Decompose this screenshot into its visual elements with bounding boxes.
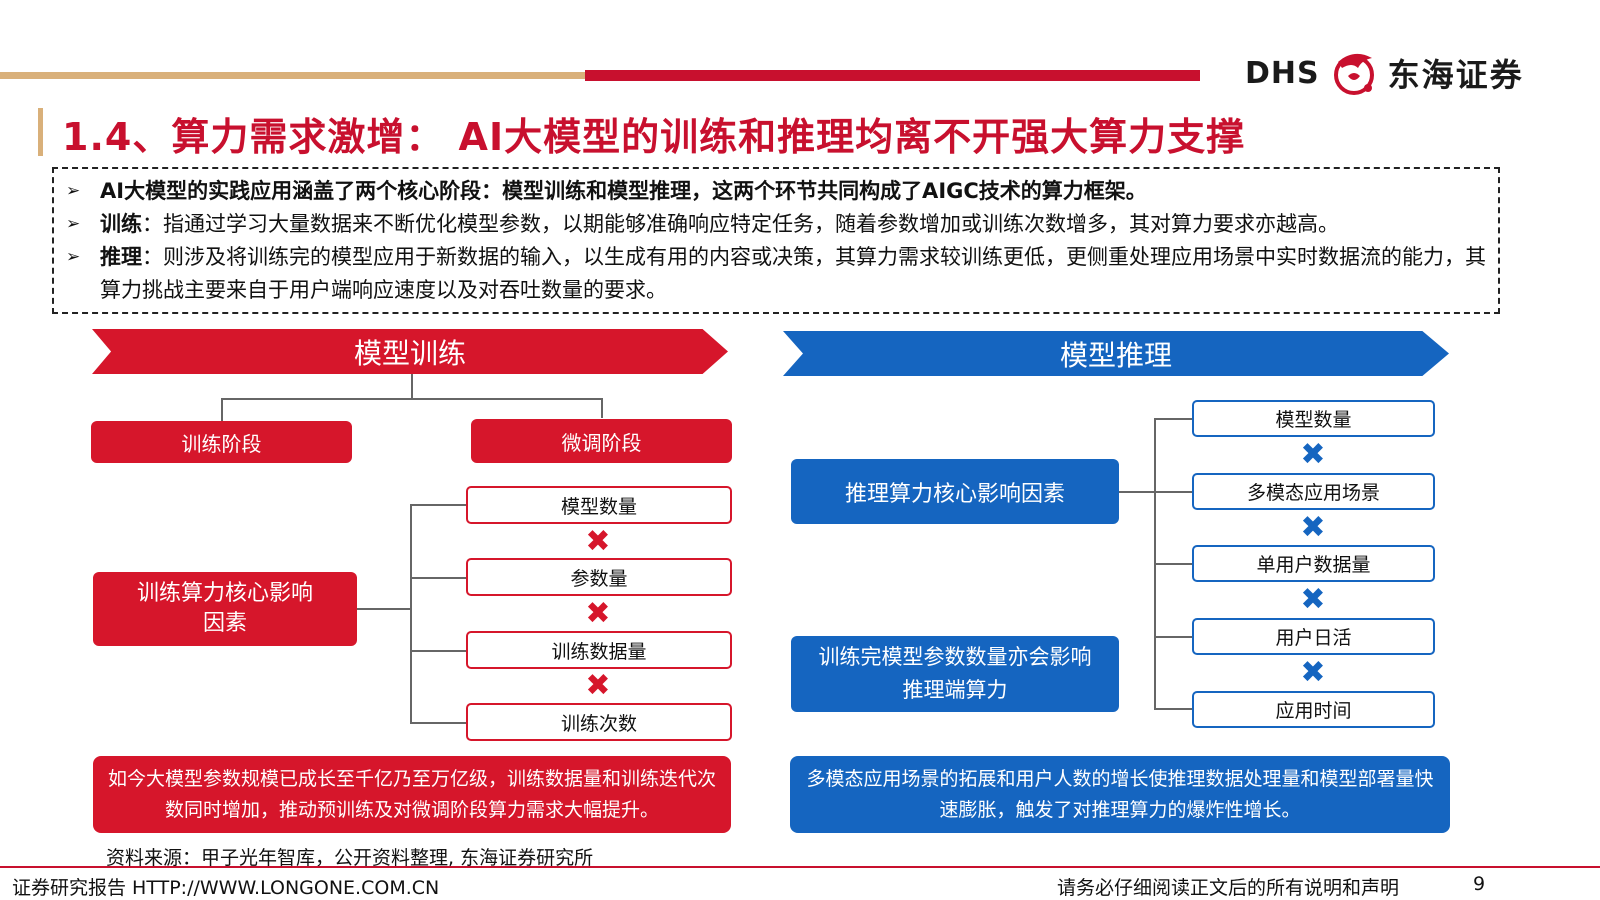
- intro-text: AI大模型的实践应用涵盖了两个核心阶段：模型训练和模型推理，这两个环节共同构成了…: [100, 179, 1147, 203]
- connector-line: [1154, 563, 1192, 565]
- footer-divider: [0, 866, 1600, 868]
- connector-line: [410, 504, 466, 506]
- page-title: 1.4、算力需求激增： AI大模型的训练和推理均离不开强大算力支撑: [62, 115, 1246, 159]
- connector-line: [1154, 418, 1192, 420]
- inference-factor-box: 应用时间: [1192, 691, 1435, 728]
- logo-chinese: 东海证券: [1387, 56, 1524, 94]
- multiply-icon: ✖: [1300, 510, 1326, 545]
- connector-line: [410, 722, 466, 724]
- inference-side-note-box: 训练完模型参数数量亦会影响推理端算力: [791, 636, 1119, 712]
- dragon-logo-icon: [1333, 53, 1374, 95]
- connector-line: [410, 504, 412, 724]
- connector-line: [1154, 491, 1192, 493]
- source-citation: 资料来源：甲子光年智库，公开资料整理, 东海证券研究所: [106, 847, 594, 869]
- company-logo: DHS 东海证券: [1245, 48, 1524, 98]
- bullet-lead: 训练: [100, 212, 142, 236]
- inference-core-factors-box: 推理算力核心影响因素: [791, 459, 1119, 524]
- inference-note-box: 多模态应用场景的拓展和用户人数的增长使推理数据处理量和模型部署量快速膨胀，触发了…: [790, 756, 1450, 833]
- training-core-factors-box: 训练算力核心影响因素: [93, 572, 357, 646]
- finetune-stage-box: 微调阶段: [471, 419, 732, 463]
- intro-bullet: ➢ 训练：指通过学习大量数据来不断优化模型参数，以期能够准确响应特定任务，随着参…: [66, 208, 1486, 241]
- connector-line: [410, 650, 466, 652]
- connector-line: [221, 398, 223, 422]
- intro-text: 推理：则涉及将训练完的模型应用于新数据的输入，以生成有用的内容或决策，其算力需求…: [100, 241, 1486, 307]
- connector-line: [221, 398, 603, 400]
- connector-line: [411, 374, 413, 398]
- training-note-box: 如今大模型参数规模已成长至千亿乃至万亿级，训练数据量和训练迭代次数同时增加，推动…: [93, 756, 731, 833]
- bullet-arrow-icon: ➢: [66, 214, 81, 234]
- inference-factor-box: 用户日活: [1192, 618, 1435, 655]
- title-accent-bar: [38, 108, 43, 156]
- multiply-icon: ✖: [1300, 582, 1326, 617]
- training-factor-box: 训练数据量: [466, 631, 732, 669]
- header-gold-bar: [0, 72, 600, 79]
- multiply-icon: ✖: [1300, 655, 1326, 690]
- logo-latin: DHS: [1245, 55, 1320, 91]
- intro-text: 训练：指通过学习大量数据来不断优化模型参数，以期能够准确响应特定任务，随着参数增…: [100, 208, 1486, 241]
- intro-bullet: ➢ 推理：则涉及将训练完的模型应用于新数据的输入，以生成有用的内容或决策，其算力…: [66, 241, 1486, 307]
- footer-disclaimer: 请务必仔细阅读正文后的所有说明和声明: [1057, 877, 1400, 899]
- multiply-icon: ✖: [1300, 437, 1326, 472]
- page-number: 9: [1473, 873, 1486, 895]
- connector-line: [357, 608, 412, 610]
- training-factor-box: 训练次数: [466, 703, 732, 741]
- intro-bullet: ➢ AI大模型的实践应用涵盖了两个核心阶段：模型训练和模型推理，这两个环节共同构…: [66, 175, 1486, 208]
- training-factor-box: 参数量: [466, 558, 732, 596]
- inference-section-header: 模型推理: [783, 331, 1449, 376]
- bullet-body: ：指通过学习大量数据来不断优化模型参数，以期能够准确响应特定任务，随着参数增加或…: [142, 212, 1339, 236]
- connector-line: [1119, 491, 1156, 493]
- bullet-body: ：则涉及将训练完的模型应用于新数据的输入，以生成有用的内容或决策，其算力需求较训…: [100, 245, 1486, 302]
- inference-factor-box: 多模态应用场景: [1192, 473, 1435, 510]
- connector-line: [1154, 708, 1192, 710]
- connector-line: [1154, 636, 1192, 638]
- inference-factor-box: 单用户数据量: [1192, 545, 1435, 582]
- inference-factor-box: 模型数量: [1192, 400, 1435, 437]
- footer-website: 证券研究报告 HTTP://WWW.LONGONE.COM.CN: [12, 877, 440, 899]
- multiply-icon: ✖: [585, 596, 611, 631]
- multiply-icon: ✖: [585, 524, 611, 559]
- connector-line: [601, 398, 603, 418]
- bullet-arrow-icon: ➢: [66, 247, 81, 267]
- training-section-header: 模型训练: [92, 329, 728, 374]
- training-stage-box: 训练阶段: [91, 421, 352, 463]
- bullet-arrow-icon: ➢: [66, 181, 81, 201]
- bullet-lead: 推理: [100, 245, 142, 269]
- connector-line: [410, 577, 466, 579]
- multiply-icon: ✖: [585, 668, 611, 703]
- header-red-bar: [585, 70, 1200, 81]
- training-factor-box: 模型数量: [466, 486, 732, 524]
- intro-box: ➢ AI大模型的实践应用涵盖了两个核心阶段：模型训练和模型推理，这两个环节共同构…: [52, 167, 1500, 314]
